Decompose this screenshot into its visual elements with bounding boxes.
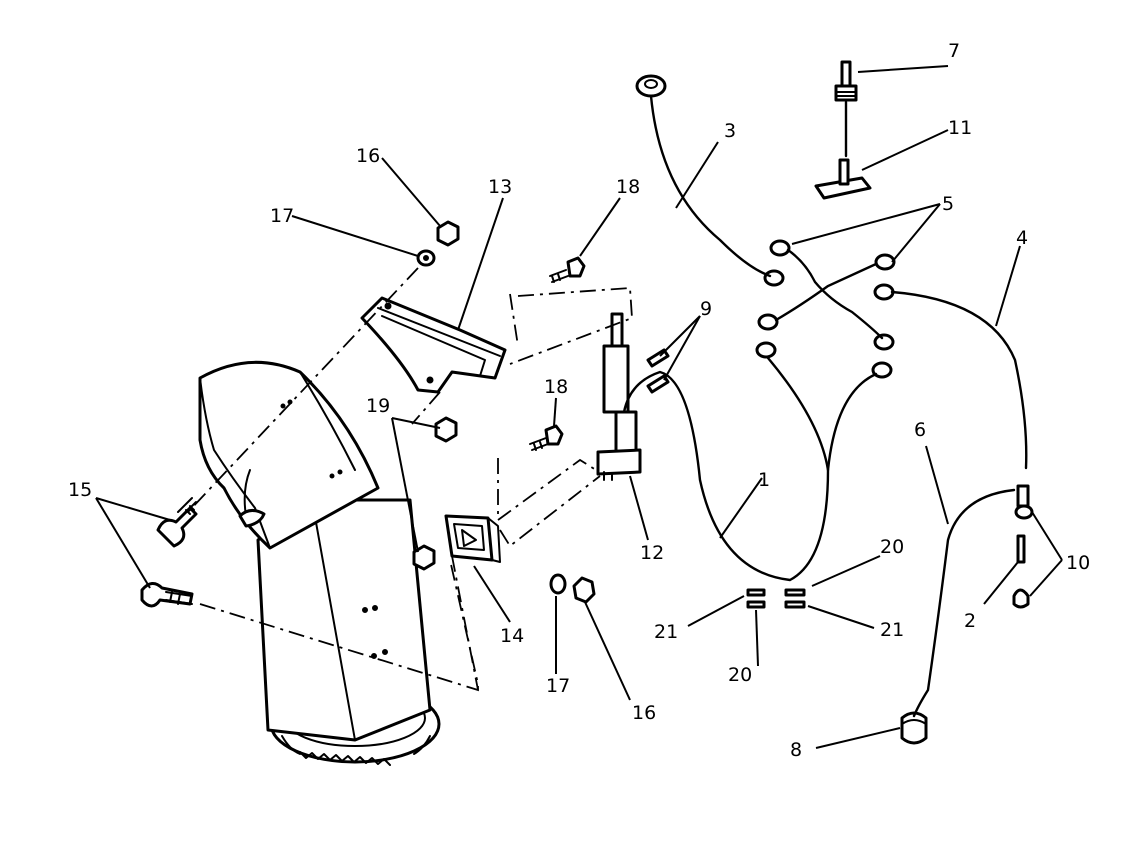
- callout-12: 12: [640, 542, 664, 564]
- callout-14: 14: [500, 625, 524, 647]
- callout-19: 19: [366, 395, 390, 417]
- callout-13: 13: [488, 176, 512, 198]
- hardware-parts: [412, 60, 1034, 745]
- callout-16-lower: 16: [632, 702, 656, 724]
- callout-17-lower: 17: [546, 675, 570, 697]
- callout-5: 5: [942, 193, 954, 215]
- callout-18-lower: 18: [544, 376, 568, 398]
- callout-10: 10: [1066, 552, 1090, 574]
- callout-11: 11: [948, 117, 972, 139]
- assembly-lines: [187, 267, 633, 692]
- deflector-bracket: [360, 296, 507, 394]
- callout-16-upper: 16: [356, 145, 380, 167]
- callout-labels: 1 2 3 4 5 6 7 8 9 10 11 12 13 14 15 16 1…: [68, 40, 1090, 761]
- callout-21-left: 21: [654, 621, 678, 643]
- callout-4: 4: [1016, 227, 1028, 249]
- callout-9: 9: [700, 298, 712, 320]
- discharge-chute: [198, 360, 441, 766]
- callout-15: 15: [68, 479, 92, 501]
- callout-20-upper: 20: [880, 536, 904, 558]
- wiring-harness: [622, 94, 1028, 718]
- callout-6: 6: [914, 419, 926, 441]
- solenoid-actuator: [596, 312, 642, 481]
- callout-3: 3: [724, 120, 736, 142]
- callout-2: 2: [964, 610, 976, 632]
- mounting-plate: [444, 514, 501, 563]
- chute-bolt-upper: [156, 497, 198, 548]
- callout-17-upper: 17: [270, 205, 294, 227]
- callout-1: 1: [758, 469, 770, 491]
- callout-7: 7: [948, 40, 960, 62]
- callout-8: 8: [790, 739, 802, 761]
- callout-18-upper: 18: [616, 176, 640, 198]
- chute-bolt-lower: [140, 582, 194, 608]
- callout-21-right: 21: [880, 619, 904, 641]
- leader-lines: [95, 65, 1063, 749]
- callout-20-lower: 20: [728, 664, 752, 686]
